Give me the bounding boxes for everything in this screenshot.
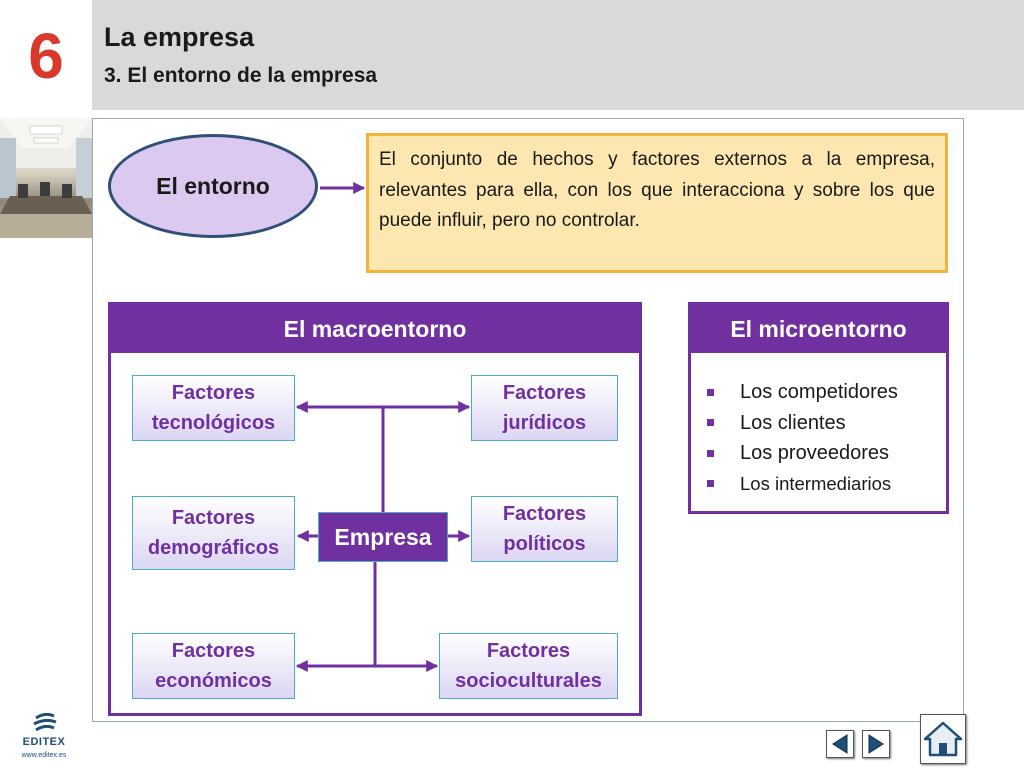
microentorno-title: El microentorno [691,305,946,353]
factor-line2: demográficos [147,537,280,559]
square-bullet-icon [707,480,714,488]
home-icon [923,721,963,757]
logo-url: www.editex.es [21,752,67,759]
chapter-box: 6 [0,0,92,110]
header-band: La empresa 3. El entorno de la empresa [92,0,1024,110]
factor-socioculturales: Factores socioculturales [439,633,618,699]
macroentorno-title: El macroentorno [111,305,639,353]
factor-demograficos: Factores demográficos [132,496,295,570]
factor-line1: Factores [502,382,587,404]
factor-line1: Factores [486,640,571,662]
factor-line1: Factores [502,503,587,525]
next-slide-button[interactable] [862,730,890,758]
square-bullet-icon [707,419,714,427]
logo-text: EDITEX [22,736,66,748]
triangle-right-icon [868,734,884,754]
page-subtitle: 3. El entorno de la empresa [104,64,378,87]
factor-line2: políticos [503,533,586,555]
square-bullet-icon [707,449,714,457]
list-item: Los competidores [703,377,898,408]
factor-juridicos: Factores jurídicos [471,375,618,441]
factor-line2: socioculturales [455,670,602,692]
entorno-ellipse: El entorno [108,134,318,238]
triangle-left-icon [832,734,848,754]
factor-line1: Factores [171,507,256,529]
chapter-number: 6 [28,20,64,92]
factor-line1: Factores [171,382,256,404]
factor-line2: tecnológicos [151,412,276,434]
empresa-box: Empresa [318,512,448,562]
factor-line2: jurídicos [502,412,587,434]
list-item: Los intermediarios [703,469,898,500]
home-button[interactable] [920,714,966,764]
factor-politicos: Factores políticos [471,496,618,562]
list-item: Los proveedores [703,438,898,469]
square-bullet-icon [707,388,714,396]
page-title: La empresa [104,22,255,52]
factor-tecnologicos: Factores tecnológicos [132,375,295,441]
list-item: Los clientes [703,408,898,439]
editex-logo-icon [33,712,57,732]
factor-economicos: Factores económicos [132,633,295,699]
factor-line2: económicos [155,670,272,692]
entorno-definition: El conjunto de hechos y factores externo… [366,133,948,273]
entorno-label: El entorno [156,172,270,199]
meeting-room-photo [0,118,92,238]
editex-logo: EDITEX www.editex.es [14,712,74,762]
factor-line1: Factores [171,640,256,662]
microentorno-panel: El microentorno Los competidores Los cli… [688,302,949,514]
microentorno-list: Los competidores Los clientes Los provee… [703,377,898,499]
prev-slide-button[interactable] [826,730,854,758]
